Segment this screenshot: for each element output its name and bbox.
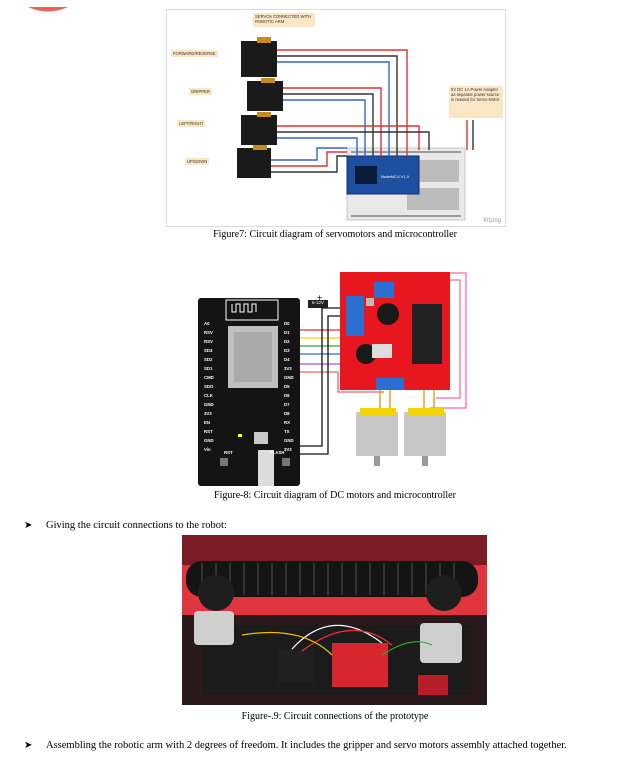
figure8-diagram: + 6-12V A0 RSV RSV SD3 SD2 SD1 CMD SDO C…: [198, 268, 482, 486]
pin-label: 3V3: [204, 411, 212, 416]
pin-label: D1: [284, 330, 290, 335]
pin-label: GND: [284, 375, 294, 380]
power-note: 5V DC 1A Power Adapter as separate power…: [449, 86, 503, 118]
pin-label: CMD: [204, 375, 214, 380]
figure9-photo: [182, 535, 487, 705]
figure8-svg: +: [198, 272, 467, 486]
pin-label: D8: [284, 411, 290, 416]
pin-label: GND: [204, 438, 214, 443]
top-logo-fragment: [0, 0, 94, 12]
arrow-bullet-icon: ➤: [24, 520, 33, 531]
rst-button-label: RST: [224, 450, 233, 455]
figure8-caption: Figure-8: Circuit diagram of DC motors a…: [214, 490, 456, 501]
bullet-item-2: ➤ Assembling the robotic arm with 2 degr…: [24, 740, 630, 751]
pin-label: GND: [284, 438, 294, 443]
bullet-item-1: ➤ Giving the circuit connections to the …: [24, 520, 624, 531]
pin-label: RSV: [204, 330, 213, 335]
pin-label: CLK: [204, 393, 213, 398]
pin-label: 3V3: [284, 366, 292, 371]
figure7-diagram: SERVOs CONNECTED WITH ROBOTIC ARM FORWAR…: [166, 9, 506, 227]
pin-label: SD2: [204, 357, 213, 362]
pin-label: TX: [284, 429, 290, 434]
figure9-caption: Figure-.9: Circuit connections of the pr…: [241, 711, 429, 722]
label-up-down: UP/DOWN: [185, 158, 210, 165]
pin-label: RSV: [204, 339, 213, 344]
flash-button-label: FLASH: [270, 450, 285, 455]
pin-label: RX: [284, 420, 290, 425]
fritzing-watermark: fritzing: [483, 218, 501, 224]
pin-label: SDO: [204, 384, 214, 389]
servo-group: [237, 37, 283, 178]
pin-label: D0: [284, 321, 290, 326]
pin-label: SD1: [204, 366, 213, 371]
pin-label: D2: [284, 339, 290, 344]
pin-label: Vin: [204, 447, 211, 452]
pin-label: EN: [204, 420, 210, 425]
voltage-label: 6-12V: [311, 300, 324, 305]
pin-label: D3: [284, 348, 290, 353]
label-left-right: LEFT/RIGHT: [177, 120, 206, 127]
bullet-text: Assembling the robotic arm with 2 degree…: [46, 740, 567, 751]
pin-label: D4: [284, 357, 290, 362]
label-forward-reverse: FORWARD/REVERSE: [171, 50, 218, 57]
figure7-caption: Figure7: Circuit diagram of servomotors …: [213, 229, 457, 240]
figure9-svg: [182, 535, 487, 705]
pin-label: 3V3: [284, 447, 292, 452]
label-gripper: GRIPPER: [189, 88, 212, 95]
pin-label: RST: [204, 429, 213, 434]
pin-label: GND: [204, 402, 214, 407]
servo-box-label: SERVOs CONNECTED WITH ROBOTIC ARM: [253, 13, 315, 27]
arrow-bullet-icon: ➤: [24, 740, 33, 751]
bullet-text: Giving the circuit connections to the ro…: [46, 520, 227, 531]
pin-label: D7: [284, 402, 290, 407]
mcu-label: NodeMCU V1.0: [381, 174, 410, 179]
pin-label: A0: [204, 321, 210, 326]
pin-label: D5: [284, 384, 290, 389]
svg-text:+: +: [317, 293, 322, 303]
pin-label: D6: [284, 393, 290, 398]
pin-label: SD3: [204, 348, 213, 353]
figure7-svg: [237, 37, 474, 221]
